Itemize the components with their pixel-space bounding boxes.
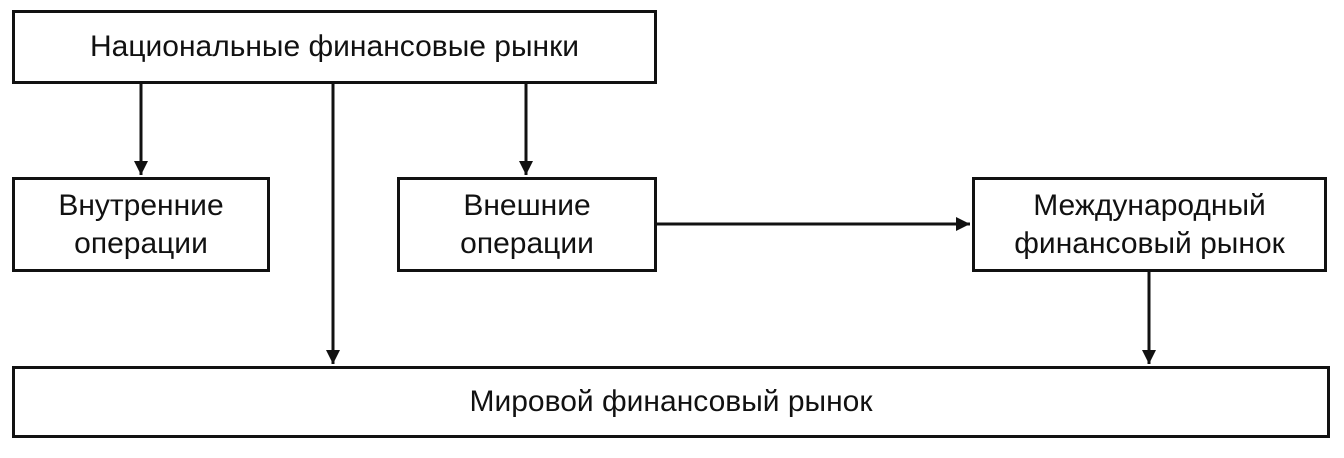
international-market-box: Международный финансовый рынок — [972, 177, 1327, 272]
external-operations-box: Внешние операции — [397, 177, 657, 272]
international-market-label-line2: финансовый рынок — [1014, 226, 1285, 260]
internal-operations-box: Внутренние операции — [12, 177, 270, 272]
international-market-label-line1: Международный — [1033, 189, 1266, 222]
world-market-label: Мировой финансовый рынок — [469, 385, 873, 419]
world-market-box: Мировой финансовый рынок — [12, 366, 1330, 438]
national-markets-label: Национальные финансовые рынки — [89, 30, 579, 64]
external-operations-label-line2: операции — [460, 226, 594, 260]
internal-operations-label-line2: операции — [74, 226, 208, 260]
internal-operations-label-line1: Внутренние — [58, 189, 224, 222]
external-operations-label-line1: Внешние — [463, 189, 591, 222]
national-markets-box: Национальные финансовые рынки — [12, 10, 657, 84]
